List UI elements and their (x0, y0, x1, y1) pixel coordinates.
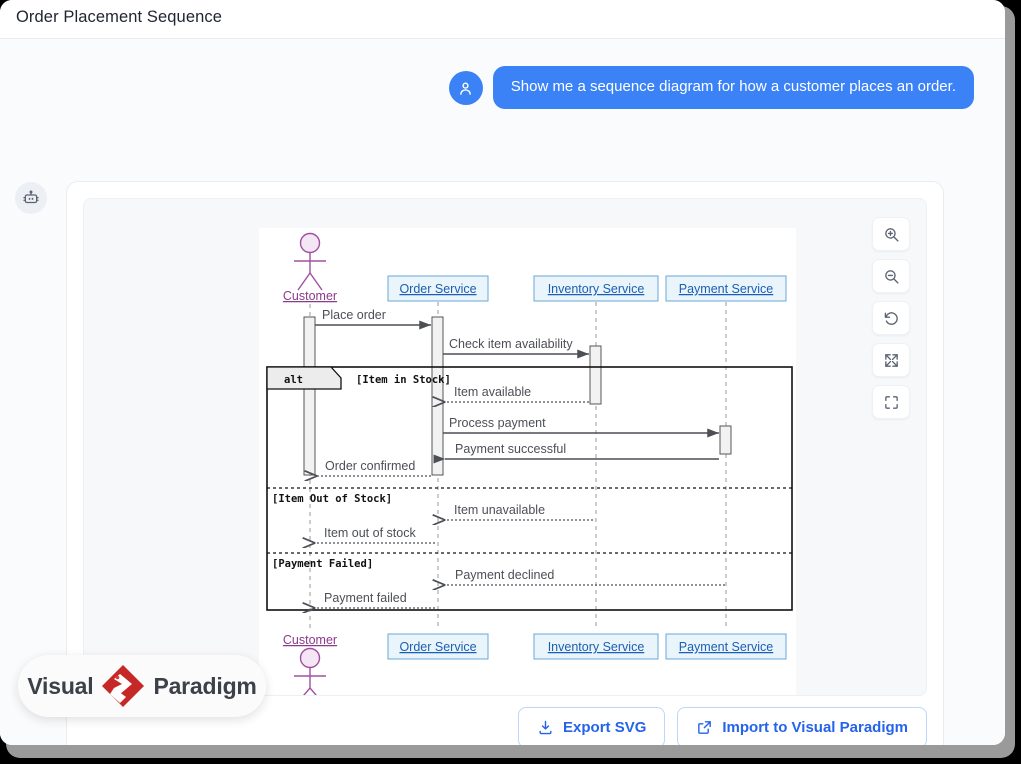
message-label: Item available (454, 385, 531, 399)
message-label: Item unavailable (454, 503, 545, 517)
brand-word-right: Paradigm (153, 672, 257, 699)
download-icon (539, 720, 552, 735)
participant-inventory-service[interactable]: Inventory Service (533, 275, 659, 302)
participant-order-service[interactable]: Order Service (387, 275, 489, 302)
titlebar: Order Placement Sequence (0, 0, 1005, 39)
message-check-item-availability: Check item availability (443, 337, 590, 359)
fullscreen-icon (884, 395, 898, 409)
message-label: Order confirmed (325, 459, 415, 473)
message-order-confirmed: Order confirmed (317, 459, 431, 476)
visual-paradigm-diamond-logo (102, 665, 145, 707)
message-label: Place order (322, 308, 386, 322)
reset-view-button[interactable] (872, 301, 910, 335)
message-payment-failed: Payment failed (315, 591, 435, 608)
robot-icon (23, 190, 39, 204)
zoom-in-button[interactable] (872, 217, 910, 251)
user-icon (460, 82, 472, 95)
participant-label: Order Service (399, 640, 476, 654)
message-label: Check item availability (449, 337, 573, 351)
user-message-row: Show me a sequence diagram for how a cus… (448, 66, 974, 109)
actor-label-customer-bottom: Customer (283, 633, 337, 647)
fullscreen-button[interactable] (872, 385, 910, 419)
message-process-payment: Process payment (443, 416, 720, 438)
brand-word-left: Visual (27, 672, 94, 699)
diagram-result-card: Customer Order Service Inventory Service (66, 181, 944, 745)
fit-to-screen-button[interactable] (872, 343, 910, 377)
zoom-out-icon (884, 269, 899, 284)
reset-rotate-icon (884, 311, 898, 325)
external-link-icon (698, 721, 712, 734)
app-window: Order Placement Sequence Show me a seque… (0, 0, 1005, 745)
import-label: Import to Visual Paradigm (722, 719, 908, 736)
fragment-guard-1: [Item in Stock] (356, 374, 451, 386)
diagram-toolbar (872, 217, 910, 419)
participant-payment-service-bottom[interactable]: Payment Service (665, 633, 787, 660)
chat-body: Show me a sequence diagram for how a cus… (0, 39, 1005, 745)
export-svg-label: Export SVG (563, 719, 647, 736)
participant-payment-service[interactable]: Payment Service (665, 275, 787, 302)
participant-inventory-service-bottom[interactable]: Inventory Service (533, 633, 659, 660)
sequence-diagram-svg: Customer Order Service Inventory Service (266, 232, 793, 695)
message-item-out-of-stock: Item out of stock (315, 526, 435, 543)
participant-order-service-bottom[interactable]: Order Service (387, 633, 489, 660)
activation-bars (303, 316, 732, 476)
message-place-order: Place order (315, 308, 432, 330)
participant-label: Inventory Service (548, 282, 645, 296)
zoom-out-button[interactable] (872, 259, 910, 293)
page-title: Order Placement Sequence (16, 8, 223, 26)
actor-customer (294, 232, 326, 291)
message-item-unavailable: Item unavailable (445, 503, 593, 520)
message-label: Payment declined (455, 568, 554, 582)
message-label: Process payment (449, 416, 546, 430)
alt-fragment: alt [Item in Stock] [Item Out of Stock] … (266, 366, 793, 611)
bot-avatar (15, 182, 47, 214)
fit-screen-icon (884, 353, 898, 367)
actor-customer-bottom (294, 647, 326, 695)
fragment-guard-2: [Item Out of Stock] (272, 493, 392, 505)
actor-label-customer: Customer (283, 289, 337, 303)
export-svg-button[interactable]: Export SVG (518, 707, 666, 745)
message-payment-successful: Payment successful (433, 442, 719, 464)
participant-label: Inventory Service (548, 640, 645, 654)
message-label: Payment successful (455, 442, 566, 456)
participant-label: Payment Service (679, 640, 774, 654)
user-message-bubble: Show me a sequence diagram for how a cus… (492, 66, 974, 109)
message-label: Item out of stock (324, 526, 416, 540)
participant-label: Order Service (399, 282, 476, 296)
message-item-available: Item available (445, 385, 589, 402)
message-payment-declined: Payment declined (445, 568, 725, 585)
message-label: Payment failed (324, 591, 407, 605)
fragment-operator: alt (284, 374, 303, 386)
card-footer-actions: Export SVG Import to Visual Paradigm (518, 707, 927, 745)
fragment-guard-3: [Payment Failed] (272, 558, 373, 570)
avatar (448, 71, 483, 105)
diagram-canvas[interactable]: Customer Order Service Inventory Service (259, 228, 796, 695)
import-to-visual-paradigm-button[interactable]: Import to Visual Paradigm (677, 707, 927, 745)
diagram-viewport[interactable]: Customer Order Service Inventory Service (83, 198, 927, 696)
visual-paradigm-branding[interactable]: Visual Paradigm (18, 655, 266, 717)
participant-label: Payment Service (679, 282, 774, 296)
zoom-in-icon (884, 227, 899, 242)
